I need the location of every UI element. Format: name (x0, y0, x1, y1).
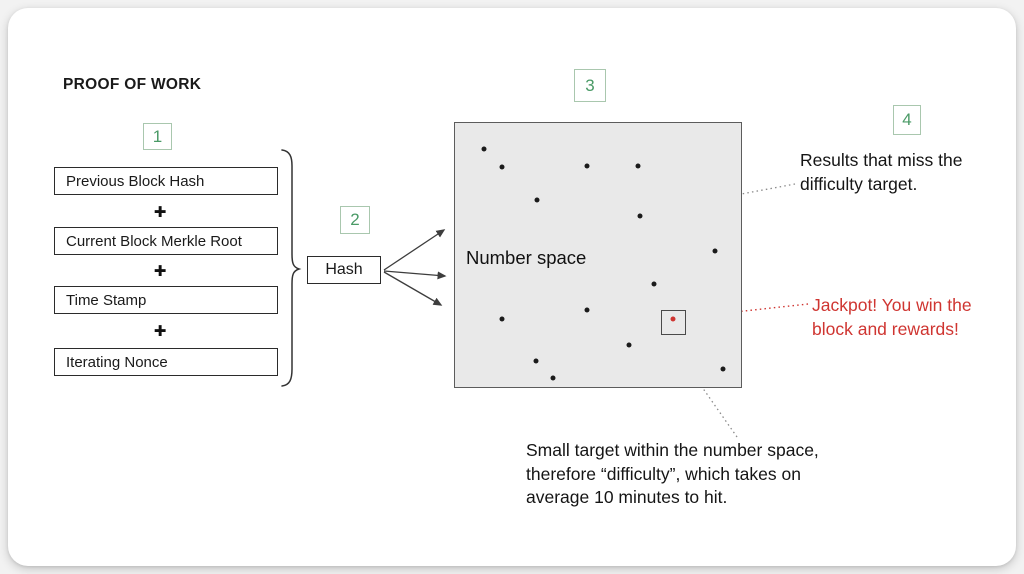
step-badge-1: 1 (143, 123, 172, 150)
plus-icon: ✚ (153, 323, 167, 340)
result-dot (499, 316, 505, 322)
result-dot (720, 366, 726, 372)
jackpot-annotation: Jackpot! You win the block and rewards! (812, 295, 972, 339)
hash-box: Hash (307, 256, 381, 284)
page-title: PROOF OF WORK (63, 76, 202, 93)
number-space-label: Number space (466, 247, 587, 268)
result-dot (635, 163, 641, 169)
result-dot (534, 197, 540, 203)
result-dot (550, 375, 556, 381)
block-input-merkle-root: Current Block Merkle Root (54, 227, 278, 255)
winning-hash-dot (670, 316, 676, 322)
result-dot (481, 146, 487, 152)
small-target-annotation: Small target within the number space, th… (526, 440, 819, 507)
step-badge-4: 4 (893, 105, 921, 135)
result-dot (626, 342, 632, 348)
result-dot (499, 164, 505, 170)
grouping-brace (281, 149, 302, 387)
difficulty-target-square (661, 310, 686, 335)
result-dot (637, 213, 643, 219)
number-space: Number space (454, 122, 742, 388)
block-input-timestamp: Time Stamp (54, 286, 278, 314)
result-dot (712, 248, 718, 254)
result-dot (584, 163, 590, 169)
plus-icon: ✚ (153, 263, 167, 280)
slide-card: PROOF OF WORK 1 2 3 4 Previous Block Has… (8, 8, 1016, 566)
result-dot (651, 281, 657, 287)
result-dot (533, 358, 539, 364)
step-badge-3: 3 (574, 69, 606, 102)
miss-annotation: Results that miss the difficulty target. (800, 150, 963, 194)
hash-arrow-middle (383, 270, 447, 280)
result-dot (584, 307, 590, 313)
hash-arrow-top (383, 229, 446, 271)
hash-arrow-bottom (383, 271, 443, 306)
step-badge-2: 2 (340, 206, 370, 234)
plus-icon: ✚ (153, 204, 167, 221)
block-input-nonce: Iterating Nonce (54, 348, 278, 376)
block-input-previous-hash: Previous Block Hash (54, 167, 278, 195)
